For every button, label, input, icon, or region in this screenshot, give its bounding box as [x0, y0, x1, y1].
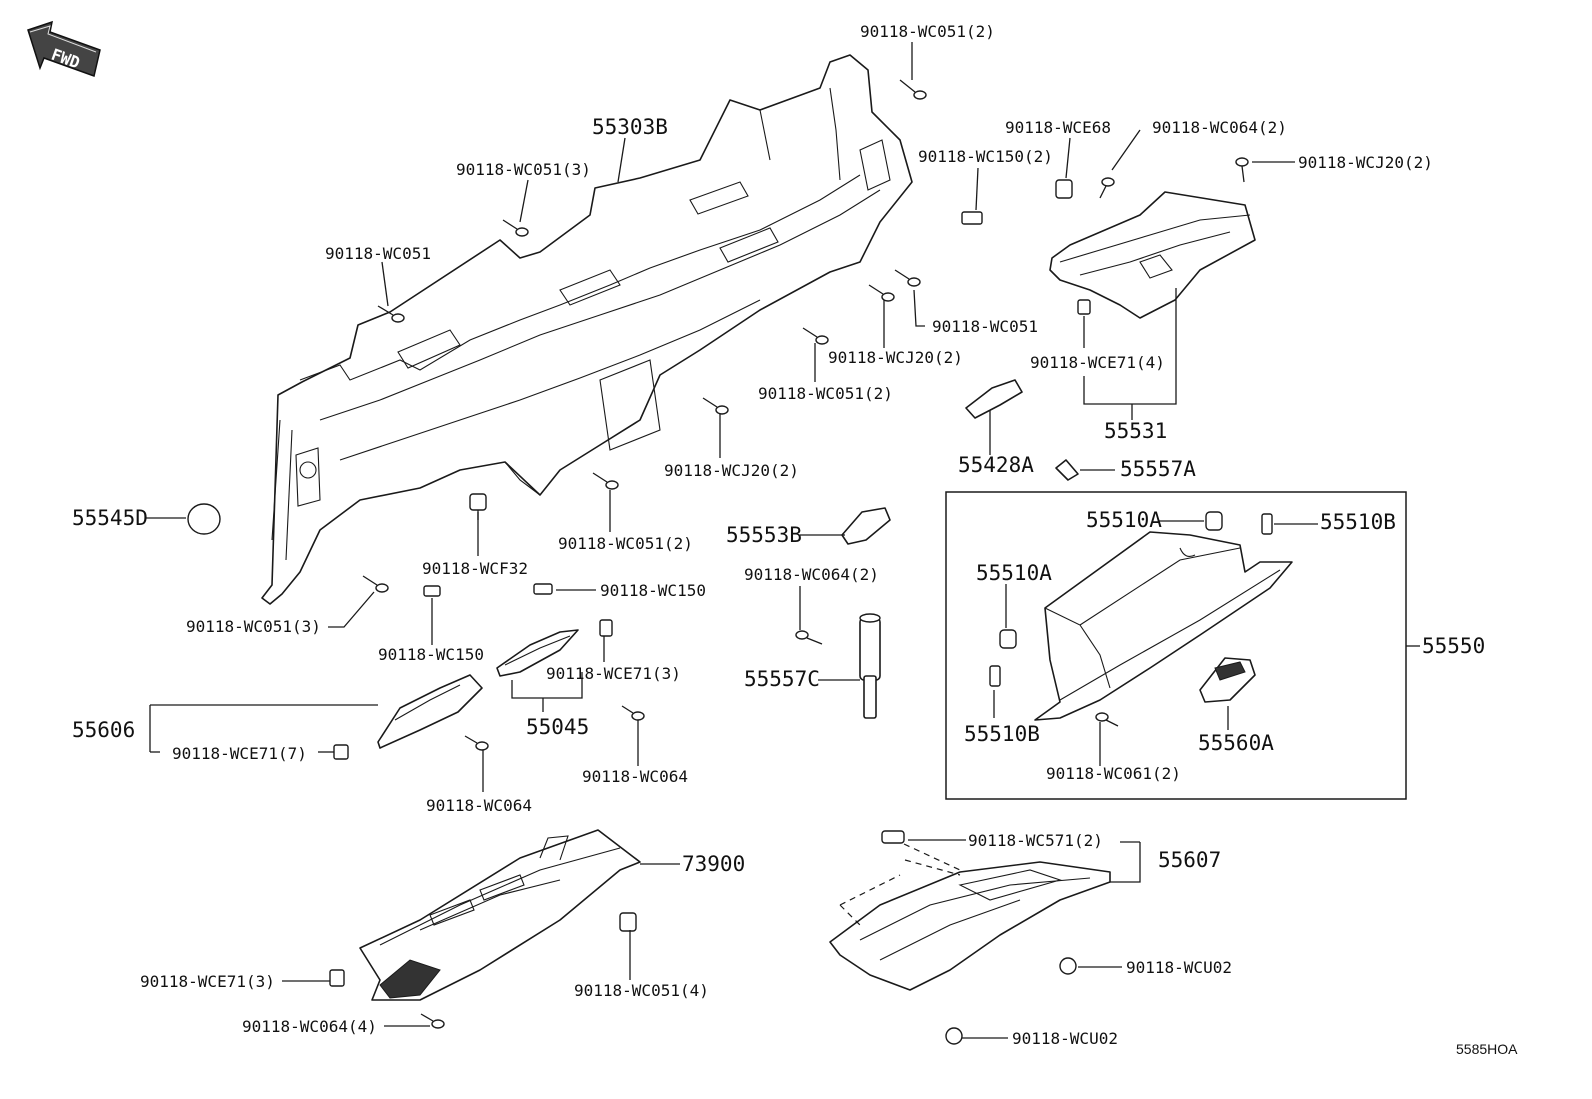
fastener-set — [187, 79, 1273, 1045]
screw-icon — [802, 327, 829, 345]
leader-lines — [146, 42, 1420, 1039]
label-55606: 55606 — [72, 718, 135, 742]
screw-icon — [1099, 177, 1115, 199]
label-90118-wc064-right: 90118-WC064 — [582, 767, 688, 786]
label-55560a: 55560A — [1198, 731, 1274, 755]
clip-icon — [333, 744, 349, 760]
label-90118-wcj20-2-low: 90118-WCJ20(2) — [664, 461, 799, 480]
instrument-panel-reinforcement-55303b — [261, 54, 913, 605]
label-90118-wc051-left: 90118-WC051 — [325, 244, 431, 263]
damper-icon — [859, 613, 881, 719]
screw-icon — [592, 472, 619, 490]
label-90118-wc051-2-low: 90118-WC051(2) — [558, 534, 693, 553]
label-90118-wc150-low: 90118-WC150 — [378, 645, 484, 664]
bumper-icon — [989, 665, 1001, 687]
bumper-icon — [1261, 513, 1273, 535]
pin-icon — [881, 830, 905, 844]
screw-icon — [377, 305, 405, 323]
screw-icon — [1095, 712, 1119, 727]
label-90118-wc051-3-top: 90118-WC051(3) — [456, 160, 591, 179]
label-90118-wce71-4: 90118-WCE71(4) — [1030, 353, 1165, 372]
cap-icon — [187, 503, 221, 535]
label-90118-wc051-4: 90118-WC051(4) — [574, 981, 709, 1000]
label-90118-wce71-3-low: 90118-WCE71(3) — [140, 972, 275, 991]
clip-icon — [961, 211, 983, 225]
label-90118-wc064-low: 90118-WC064 — [426, 796, 532, 815]
screw-icon — [1235, 157, 1249, 183]
glove-box-door-upper-55531 — [1049, 191, 1256, 319]
label-90118-wc571-2: 90118-WC571(2) — [968, 831, 1103, 850]
panel-55045 — [496, 629, 579, 677]
label-90118-wc051-2-mid: 90118-WC051(2) — [758, 384, 893, 403]
clip-icon — [1077, 299, 1091, 315]
spacer-icon — [1055, 459, 1079, 481]
label-90118-wc064-2-mid: 90118-WC064(2) — [744, 565, 879, 584]
clip-icon — [329, 969, 345, 987]
bolt-icon — [619, 912, 637, 932]
label-55510a-top: 55510A — [1086, 508, 1162, 532]
bumper-icon — [999, 629, 1017, 649]
screw-icon — [899, 79, 927, 100]
clip-icon — [533, 583, 553, 595]
label-90118-wc064-2-top: 90118-WC064(2) — [1152, 118, 1287, 137]
screw-icon — [420, 1013, 445, 1029]
bracket-icon — [965, 379, 1023, 419]
screw-icon — [795, 630, 823, 645]
label-55428a: 55428A — [958, 453, 1034, 477]
bolt-icon — [1059, 957, 1077, 975]
label-90118-wcu02-right: 90118-WCU02 — [1126, 958, 1232, 977]
label-90118-wc150-2: 90118-WC150(2) — [918, 147, 1053, 166]
screw-icon — [502, 219, 529, 237]
screw-icon — [868, 284, 895, 302]
lower-panel-55606 — [377, 674, 483, 749]
bracket-icon — [841, 507, 891, 545]
bolt-icon — [945, 1027, 963, 1045]
label-55510a-left: 55510A — [976, 561, 1052, 585]
label-55550: 55550 — [1422, 634, 1485, 658]
clip-icon — [599, 619, 613, 637]
label-55510b-top: 55510B — [1320, 510, 1396, 534]
label-73900: 73900 — [682, 852, 745, 876]
label-55557a: 55557A — [1120, 457, 1196, 481]
label-90118-wce71-3-mid: 90118-WCE71(3) — [546, 664, 681, 683]
knee-airbag-73900 — [359, 829, 641, 1001]
clip-icon — [423, 585, 441, 597]
label-55303b: 55303B — [592, 115, 668, 139]
label-55510b-low: 55510B — [964, 722, 1040, 746]
label-90118-wcf32: 90118-WCF32 — [422, 559, 528, 578]
reference-code: 5585HOA — [1456, 1041, 1518, 1057]
screw-icon — [362, 575, 389, 593]
label-90118-wcj20-2-right: 90118-WCJ20(2) — [1298, 153, 1433, 172]
clip-icon — [1055, 179, 1073, 199]
label-90118-wc064-4: 90118-WC064(4) — [242, 1017, 377, 1036]
glove-box-latch-55560a — [1199, 657, 1256, 703]
label-90118-wce71-7: 90118-WCE71(7) — [172, 744, 307, 763]
lower-cover-55607 — [829, 859, 1111, 991]
screw-icon — [621, 705, 645, 721]
label-55607: 55607 — [1158, 848, 1221, 872]
label-90118-wc150-right: 90118-WC150 — [600, 581, 706, 600]
label-90118-wc061-2: 90118-WC061(2) — [1046, 764, 1181, 783]
part-labels: 90118-WC051(2) 55303B 90118-WCE68 90118-… — [72, 22, 1518, 1057]
label-55553b: 55553B — [726, 523, 802, 547]
glove-box-assembly-55550 — [1034, 531, 1293, 721]
bumper-icon — [1205, 511, 1223, 531]
label-90118-wce68: 90118-WCE68 — [1005, 118, 1111, 137]
label-90118-wcu02-low: 90118-WCU02 — [1012, 1029, 1118, 1048]
label-90118-wc051-mid: 90118-WC051 — [932, 317, 1038, 336]
label-90118-wc051-3-low: 90118-WC051(3) — [186, 617, 321, 636]
fwd-arrow-icon: FWD — [27, 20, 101, 77]
screw-icon — [464, 735, 489, 751]
label-55557c: 55557C — [744, 667, 820, 691]
label-55545d: 55545D — [72, 506, 148, 530]
screw-icon — [702, 397, 729, 415]
label-55531: 55531 — [1104, 419, 1167, 443]
label-90118-wcj20-2-mid: 90118-WCJ20(2) — [828, 348, 963, 367]
screw-icon — [894, 269, 921, 287]
label-55045: 55045 — [526, 715, 589, 739]
label-90118-wc051-2-top: 90118-WC051(2) — [860, 22, 995, 41]
